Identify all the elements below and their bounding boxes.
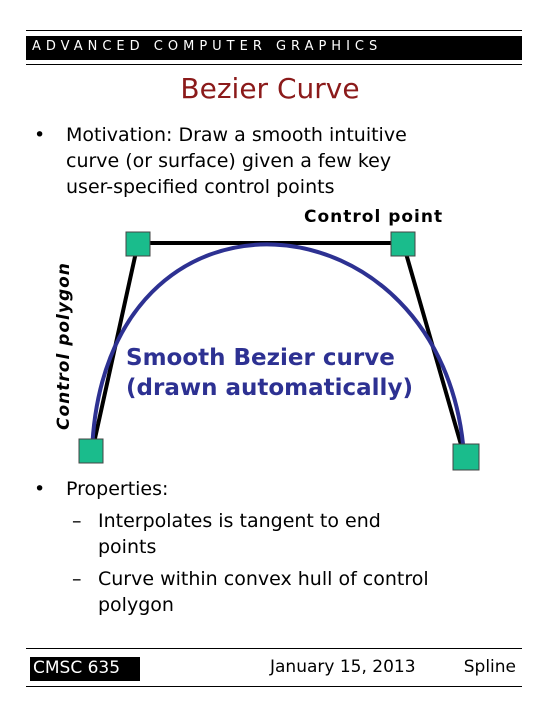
sub-bullet-tangent: – Interpolates is tangent to end points xyxy=(72,508,512,562)
control-point-0 xyxy=(78,438,104,464)
bullet-marker: • xyxy=(34,478,46,500)
course-header-bar: ADVANCED COMPUTER GRAPHICS xyxy=(26,36,522,60)
control-point-label: Control point xyxy=(304,207,444,227)
top-rule xyxy=(26,30,522,31)
sub-bullet-text: Interpolates is tangent to end points xyxy=(98,510,381,558)
footer-top-rule xyxy=(26,648,522,649)
sub-bullet-marker: – xyxy=(72,510,82,532)
control-polygon-label: Control polygon xyxy=(54,262,74,430)
bullet-text: Motivation: Draw a smooth intuitive curv… xyxy=(66,124,407,198)
bullet-marker: • xyxy=(34,124,46,146)
header-rule xyxy=(26,64,522,65)
control-point-1 xyxy=(125,231,151,257)
sub-bullet-text: Curve within convex hull of control poly… xyxy=(98,568,429,616)
footer-bottom-rule xyxy=(26,686,522,687)
footer-date: January 15, 2013 xyxy=(270,657,416,677)
footer: CMSC 635 January 15, 2013 Spline xyxy=(26,653,522,683)
sub-bullet-convex-hull: – Curve within convex hull of control po… xyxy=(72,566,512,620)
footer-course-box: CMSC 635 xyxy=(30,657,140,681)
sub-bullet-marker: – xyxy=(72,568,82,590)
bullet-text: Properties: xyxy=(66,478,169,500)
bezier-curve xyxy=(90,242,466,456)
control-point-3 xyxy=(452,443,480,471)
control-point-2 xyxy=(390,231,416,257)
slide-title: Bezier Curve xyxy=(180,72,360,105)
course-header-title: ADVANCED COMPUTER GRAPHICS xyxy=(32,39,383,54)
bezier-curve-label: Smooth Bezier curve (drawn automatically… xyxy=(126,345,413,401)
footer-course: CMSC 635 xyxy=(33,658,121,678)
bullet-motivation: • Motivation: Draw a smooth intuitive cu… xyxy=(34,122,514,202)
bullet-properties: • Properties: xyxy=(34,476,514,504)
footer-topic: Spline xyxy=(463,657,516,677)
